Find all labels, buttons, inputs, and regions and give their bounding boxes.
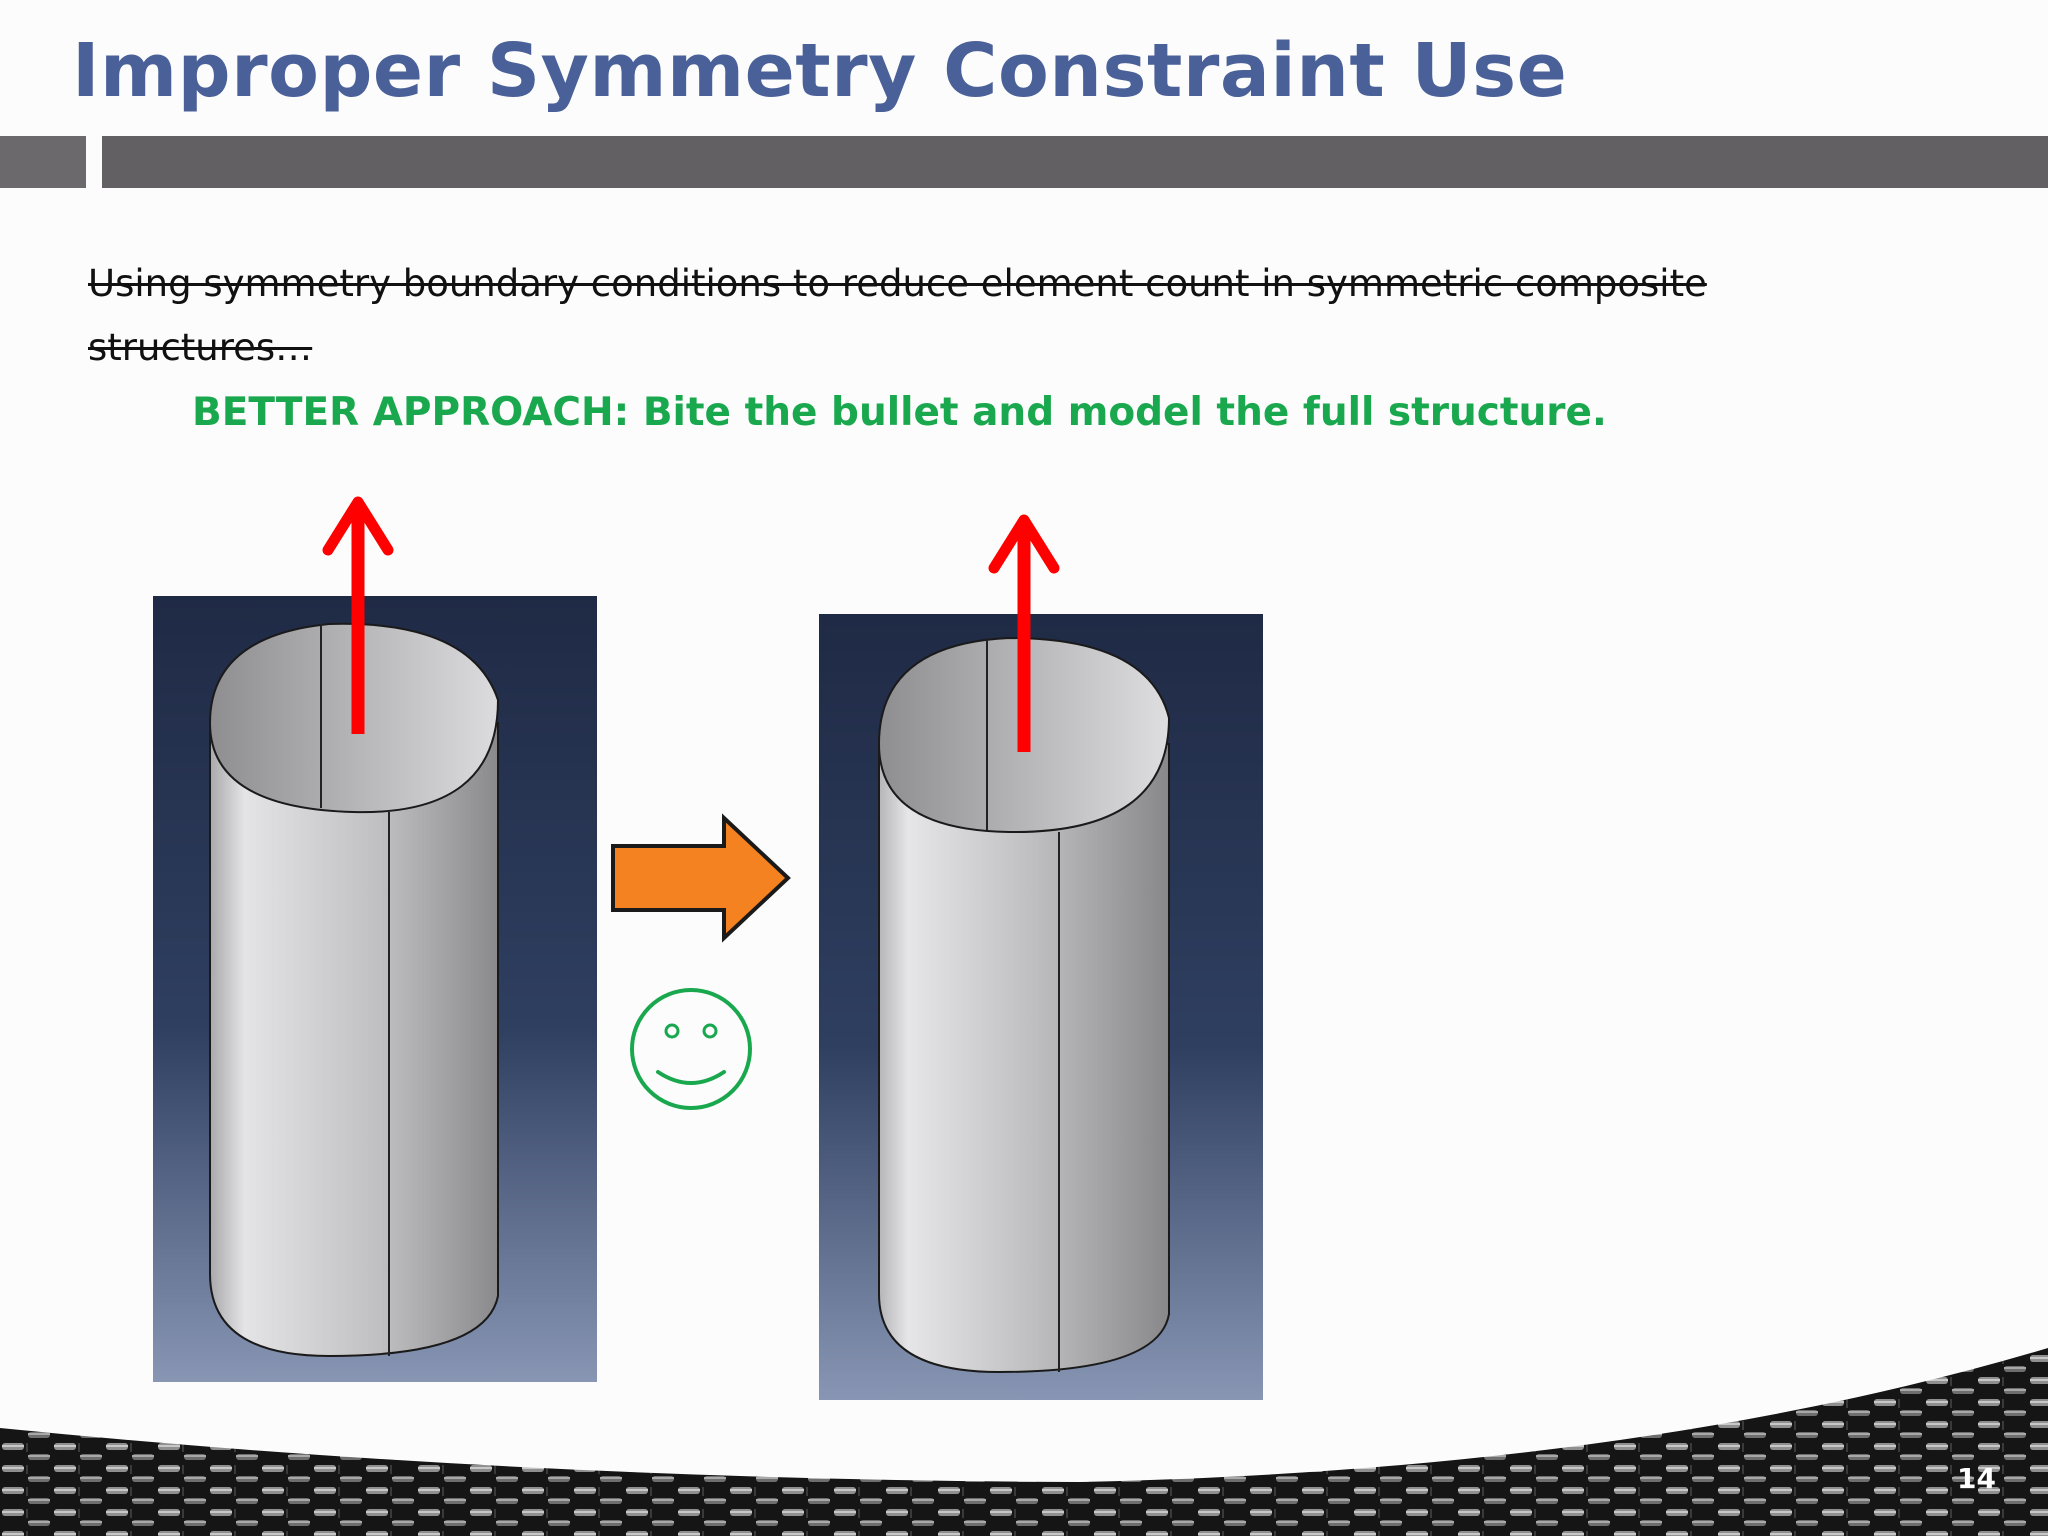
header-bar (102, 136, 2048, 188)
better-approach-text: BETTER APPROACH: Bite the bullet and mod… (192, 390, 1607, 435)
page-number: 14 (1957, 1462, 1996, 1495)
up-arrow-icon (988, 514, 1060, 752)
model-render-half (153, 596, 597, 1382)
slide-title: Improper Symmetry Constraint Use (72, 28, 1568, 114)
model-render-full (819, 614, 1263, 1400)
header-bar-left (0, 136, 86, 188)
woven-fabric-band (0, 1348, 2048, 1536)
smiley-face-icon (630, 988, 752, 1110)
up-arrow-icon (322, 496, 394, 734)
struck-text: Using symmetry boundary conditions to re… (88, 262, 1707, 369)
right-arrow-icon (611, 813, 791, 943)
